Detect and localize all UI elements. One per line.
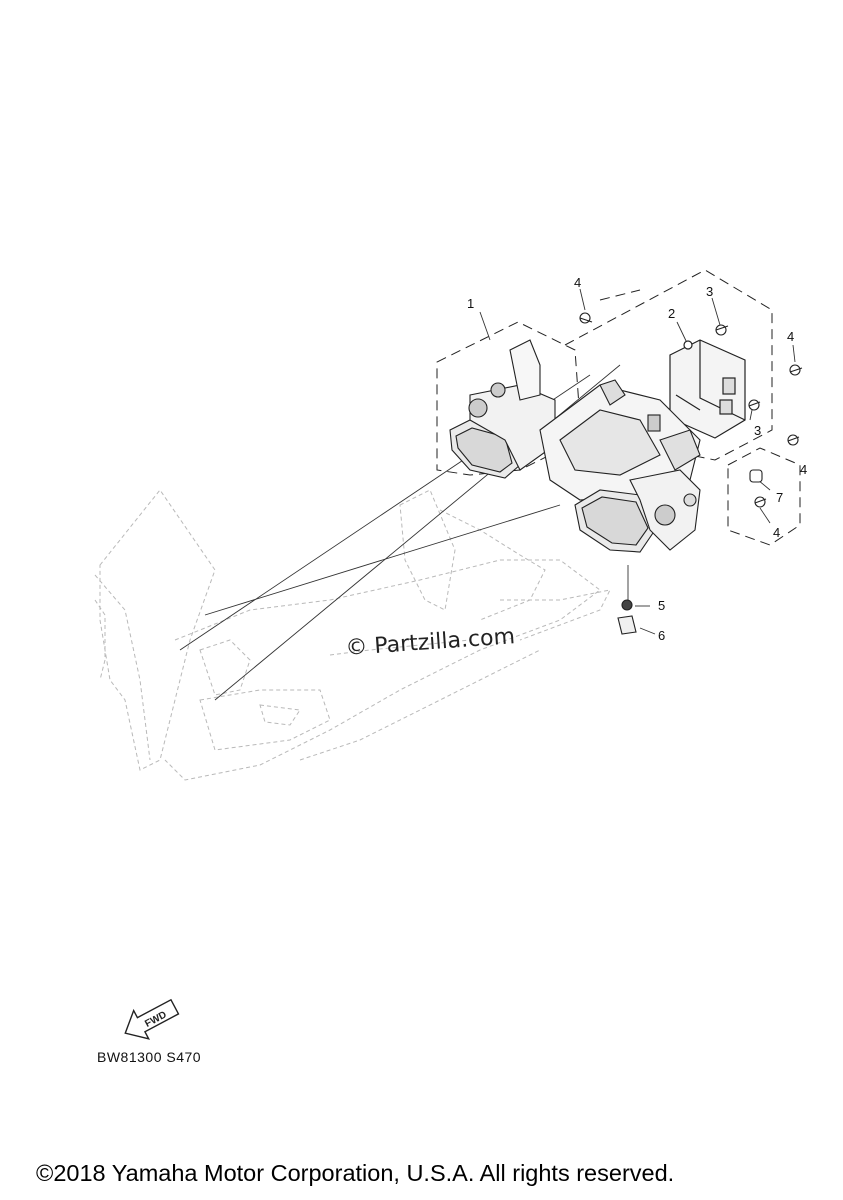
- fairing-outline: [94, 489, 611, 781]
- callout-6: 6: [658, 628, 665, 643]
- screw-3-mid: [748, 399, 761, 411]
- bolt-4-right-top: [789, 364, 803, 376]
- callout-4-right-mid: 4: [800, 462, 807, 477]
- callout-labels: 1 2 3 3 4 4 4 4 5 6 7: [467, 275, 807, 643]
- clip-6: [617, 615, 637, 635]
- nut-5: [621, 599, 633, 611]
- callout-4-right-low: 4: [773, 525, 780, 540]
- callout-2: 2: [668, 306, 675, 321]
- diagram-code: BW81300 S470: [97, 1049, 202, 1065]
- bolt-4-right-low: [754, 496, 767, 508]
- grommet-7: [749, 469, 763, 483]
- bolt-4-right-mid: [787, 434, 800, 446]
- watermark: © Partzilla.com: [345, 624, 516, 661]
- callout-3-mid: 3: [754, 423, 761, 438]
- fasteners: [579, 312, 803, 635]
- headlight-assembly: [449, 339, 701, 553]
- fwd-arrow-icon: FWD: [124, 998, 180, 1040]
- callout-5: 5: [658, 598, 665, 613]
- callout-1: 1: [467, 296, 474, 311]
- callout-3-top: 3: [706, 284, 713, 299]
- screw-3-top: [715, 324, 729, 336]
- bolt-4-top: [579, 312, 593, 324]
- callout-4-top: 4: [574, 275, 581, 290]
- copyright-notice: ©2018 Yamaha Motor Corporation, U.S.A. A…: [36, 1160, 675, 1186]
- callout-4-right-top: 4: [787, 329, 794, 344]
- callout-7: 7: [776, 490, 783, 505]
